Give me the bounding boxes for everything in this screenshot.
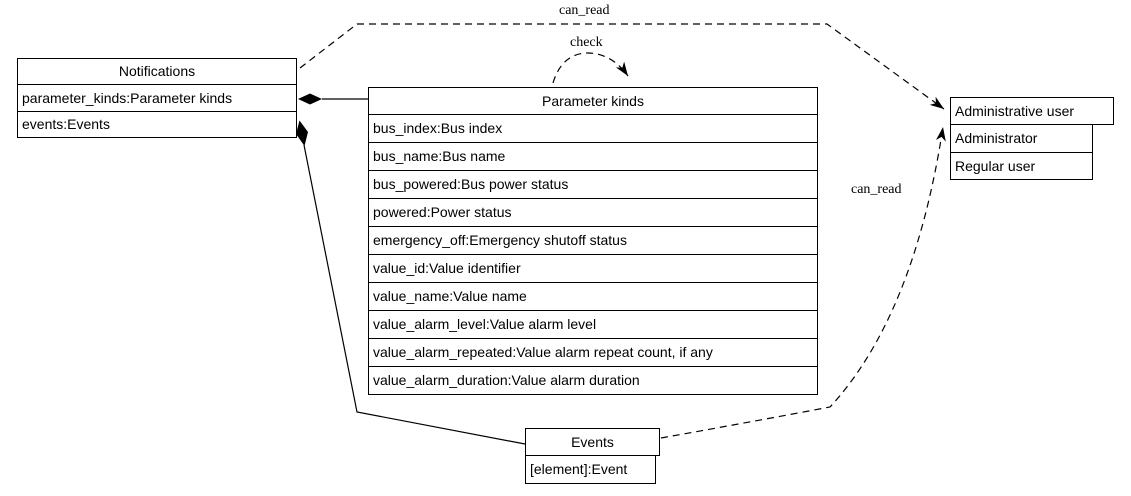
notifications-row-events: events:Events [17,111,297,138]
parameter-kinds-row-value-alarm-repeated: value_alarm_repeated:Value alarm repeat … [368,338,818,367]
parameter-kinds-row-value-id: value_id:Value identifier [368,254,818,283]
notifications-row-parameter-kinds: parameter_kinds:Parameter kinds [17,84,297,112]
parameter-kinds-title: Parameter kinds [368,87,818,115]
parameter-kinds-row-value-alarm-level: value_alarm_level:Value alarm level [368,310,818,339]
edge-label-check: check [570,35,603,50]
composition-diamond-events [296,120,308,146]
events-title: Events [525,428,660,456]
edge-label-can-read-bottom: can_read [851,182,902,197]
node-parameter-kinds: Parameter kinds bus_index:Bus index bus_… [368,87,818,395]
edge-check-loop [552,52,629,84]
parameter-kinds-row-emergency-off: emergency_off:Emergency shutoff status [368,226,818,255]
parameter-kinds-row-bus-index: bus_index:Bus index [368,114,818,143]
administrative-user-row-regular-user: Regular user [950,152,1093,180]
parameter-kinds-row-value-name: value_name:Value name [368,282,818,311]
composition-diamond-parameter-kinds [298,93,322,105]
parameter-kinds-row-bus-powered: bus_powered:Bus power status [368,170,818,199]
events-row-element: [element]:Event [525,455,656,484]
parameter-kinds-row-powered: powered:Power status [368,198,818,227]
edge-label-can-read-top: can_read [559,3,610,18]
administrative-user-row-administrator: Administrator [950,124,1093,153]
notifications-title: Notifications [17,58,297,85]
administrative-user-title: Administrative user [950,97,1114,125]
node-notifications: Notifications parameter_kinds:Parameter … [17,58,297,138]
parameter-kinds-row-bus-name: bus_name:Bus name [368,142,818,171]
parameter-kinds-row-value-alarm-duration: value_alarm_duration:Value alarm duratio… [368,366,818,395]
